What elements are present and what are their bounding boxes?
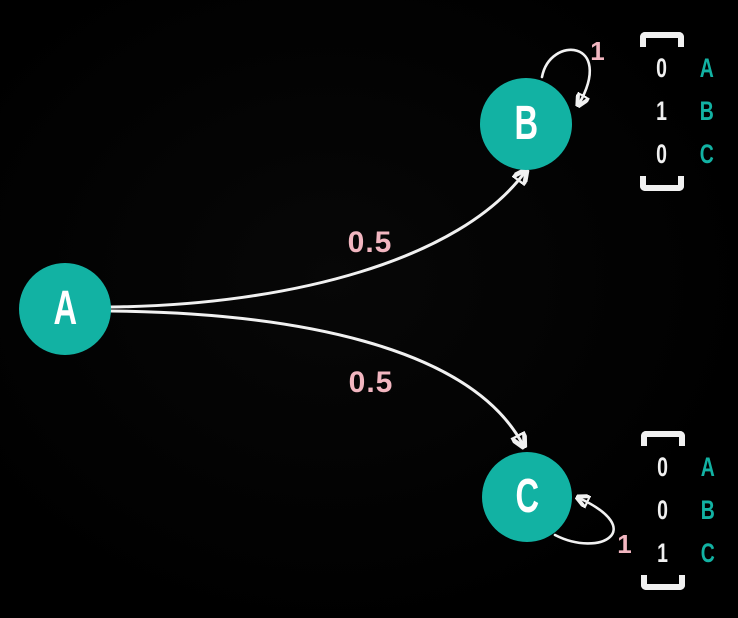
vector-c-row-label-a: A (700, 452, 716, 482)
probability-label-a-to-c: 0.5 (348, 366, 394, 399)
vector-b-value-row-b: 1 (656, 96, 668, 126)
state-node-c-label: C (515, 470, 539, 523)
bracket-top-icon (640, 32, 684, 47)
state-node-b-label: B (514, 97, 538, 150)
vector-b-value-row-a: 0 (656, 53, 668, 83)
state-vector-c: 0 0 1 A B C (641, 431, 715, 590)
vector-b-row-label-a: A (699, 53, 715, 83)
vector-c-value-row-b: 0 (657, 495, 669, 525)
vector-b-value-row-c: 0 (656, 139, 668, 169)
vector-b-row-label-c: C (699, 139, 715, 169)
state-vector-b: 0 1 0 A B C (640, 32, 714, 191)
edge-a-to-b-arrow (109, 172, 525, 309)
probability-label-a-to-b: 0.5 (347, 226, 393, 259)
vector-c-row-label-b: B (700, 495, 716, 525)
state-node-c: C (482, 452, 572, 542)
vector-c-value-row-a: 0 (657, 452, 669, 482)
self-loop-b-arrow (540, 48, 592, 104)
probability-label-b-self-loop: 1 (590, 36, 606, 66)
vector-c-row-label-c: C (700, 538, 716, 568)
bracket-bottom-icon (640, 176, 684, 191)
vector-b-row-label-b: B (699, 96, 715, 126)
state-node-a: A (19, 263, 111, 355)
vector-c-value-row-c: 1 (657, 538, 669, 568)
bracket-top-icon (641, 431, 685, 446)
state-node-a-label: A (53, 282, 77, 335)
edge-a-to-c-arrow (109, 309, 523, 445)
state-node-b: B (480, 78, 572, 170)
probability-label-c-self-loop: 1 (617, 529, 633, 559)
self-loop-c-arrow (553, 498, 615, 545)
bracket-bottom-icon (641, 575, 685, 590)
